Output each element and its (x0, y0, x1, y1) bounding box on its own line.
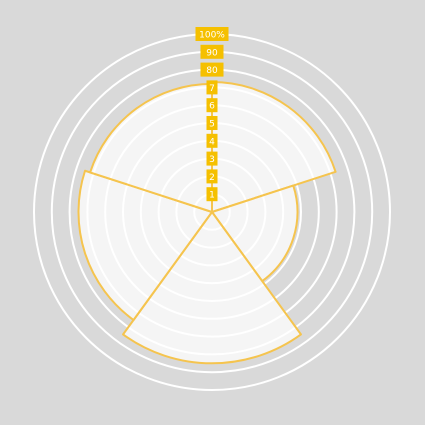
radial-tick: 6 (206, 98, 218, 113)
tick-badge (206, 98, 218, 113)
sector-4 (77, 169, 213, 321)
tick-badge (206, 133, 218, 148)
sector-2 (211, 184, 299, 283)
radial-tick: 90 (200, 44, 224, 59)
tick-badge (206, 187, 218, 202)
radial-tick: 3 (206, 151, 218, 166)
radial-tick: 1 (206, 187, 218, 202)
sector-1 (211, 81, 337, 213)
tick-badge (195, 27, 229, 41)
tick-label: 4 (209, 137, 215, 147)
tick-label: 1 (209, 191, 215, 201)
radial-tick: 80 (200, 62, 224, 77)
tick-badge (206, 80, 218, 95)
tick-badge (200, 62, 224, 77)
tick-label: 3 (209, 155, 215, 165)
sectors (77, 81, 337, 365)
tick-badge (200, 44, 224, 59)
tick-label: 2 (209, 173, 215, 183)
tick-label: 5 (209, 120, 215, 130)
radial-tick: 4 (206, 133, 218, 148)
sector-5 (89, 82, 213, 213)
radial-ticks: 1 2 3 4 5 6 7 80 90 100% (195, 27, 229, 202)
radial-tick: 2 (206, 169, 218, 184)
tick-badge (206, 116, 218, 130)
sector-3 (122, 211, 302, 365)
tick-badge (206, 151, 218, 166)
tick-label: 80 (206, 66, 218, 76)
tick-label: 7 (209, 84, 215, 94)
tick-label: 90 (206, 48, 218, 58)
radial-tick: 100% (195, 27, 229, 41)
tick-badge (206, 169, 218, 184)
tick-label: 6 (209, 102, 215, 112)
radial-tick: 7 (206, 80, 218, 95)
tick-label: 100% (199, 31, 225, 41)
radial-tick: 5 (206, 116, 218, 130)
